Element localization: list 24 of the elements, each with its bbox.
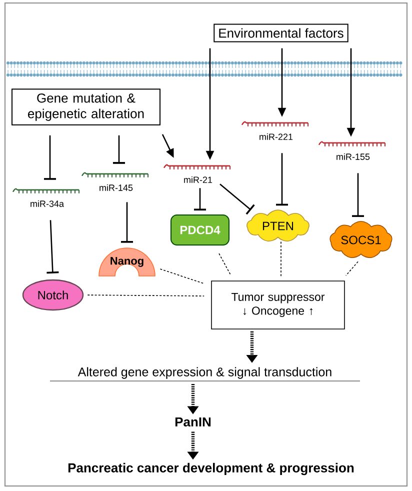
dashed-line: [346, 261, 358, 276]
inhibition-line: [276, 153, 288, 206]
mirna-label: miR-221: [241, 121, 308, 140]
factor-box: Environmental factors: [214, 24, 348, 42]
inhibition-line: [194, 188, 206, 210]
inhibition-line: [121, 202, 133, 243]
mirna-label: miR-21: [163, 164, 230, 183]
outcome-box: Tumor suppressor ↓ Oncogene ↑: [211, 280, 345, 330]
mirna-label: miR-34a: [12, 188, 80, 207]
outcome-text: Pancreatic cancer development & progression: [68, 462, 354, 476]
dashed-line: [280, 241, 282, 277]
outcome-text: PanIN: [175, 417, 211, 427]
dashed-line: [218, 253, 232, 276]
inhibition-line: [352, 173, 364, 217]
inhibition-line: [46, 220, 59, 274]
inhibition-line: [113, 135, 125, 164]
underlined-text: Altered gene expression & signal transduction: [78, 367, 332, 379]
factor-box: Gene mutation & epigenetic alteration: [12, 88, 160, 126]
inhibition-line: [44, 135, 56, 180]
dashed-line: [160, 268, 204, 284]
mirna-label: miR-145: [81, 172, 148, 191]
dashed-line: [87, 294, 204, 296]
mirna-label: miR-155: [318, 141, 386, 160]
rounded-box: PDCD4: [170, 214, 230, 246]
